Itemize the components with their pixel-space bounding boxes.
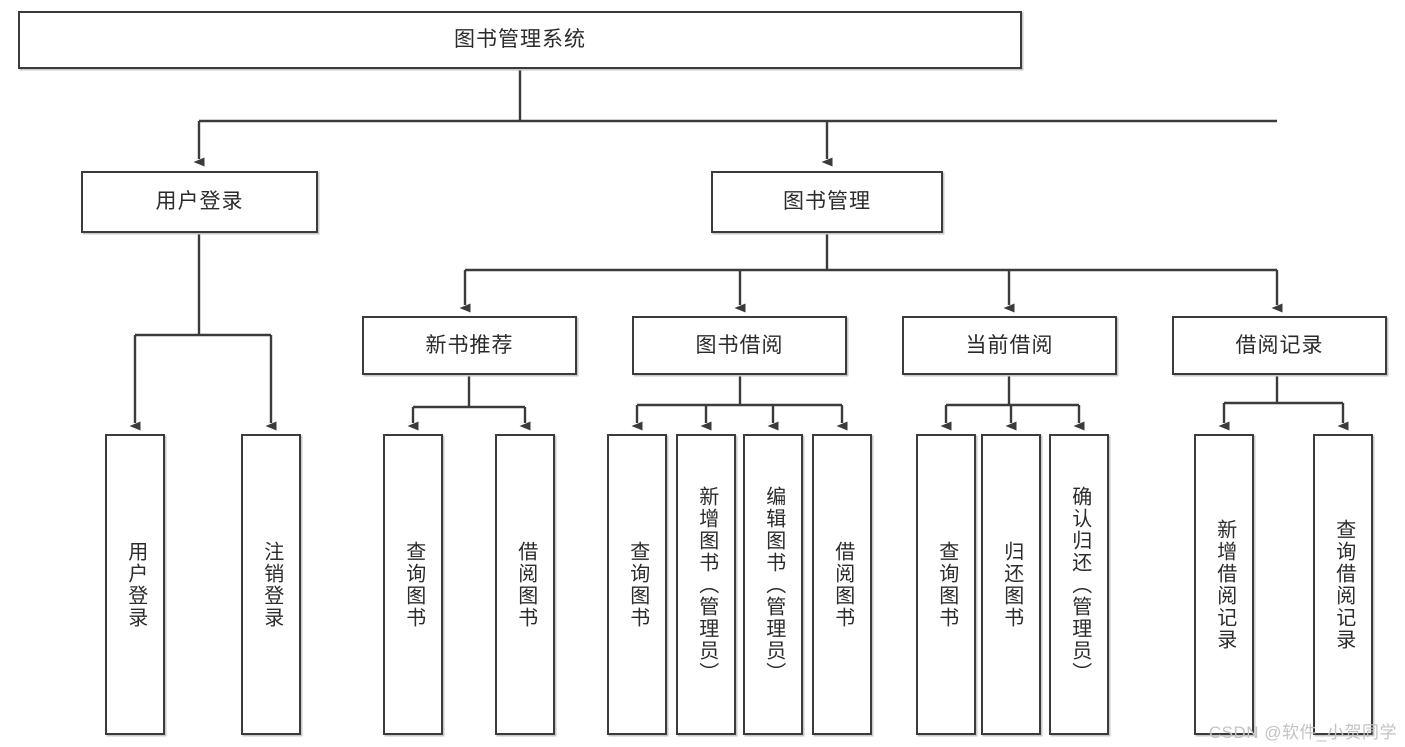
leaf-label: 查询借阅记录: [1332, 518, 1355, 651]
node-borrow-record[interactable]: 借阅记录: [1172, 316, 1387, 375]
node-book-management[interactable]: 图书管理: [711, 171, 943, 233]
leaf-book-borrow-add[interactable]: 新增图书（管理员）: [676, 434, 736, 735]
leaf-user-login-login[interactable]: 用户登录: [105, 434, 165, 735]
leaf-current-borrow-confirm-return[interactable]: 确认归还（管理员）: [1049, 434, 1109, 735]
leaf-user-login-logout[interactable]: 注销登录: [241, 434, 301, 735]
leaf-borrow-record-query[interactable]: 查询借阅记录: [1313, 434, 1373, 735]
node-user-login[interactable]: 用户登录: [81, 171, 318, 233]
node-new-book-recommend-label: 新书推荐: [425, 333, 514, 357]
leaf-label: 新增借阅记录: [1213, 518, 1236, 651]
leaf-label: 确认归还（管理员）: [1068, 485, 1091, 684]
node-book-borrow[interactable]: 图书借阅: [632, 316, 847, 375]
node-book-management-label: 图书管理: [783, 190, 871, 214]
leaf-current-borrow-query[interactable]: 查询图书: [916, 434, 976, 735]
leaf-label: 新增图书（管理员）: [695, 485, 718, 684]
node-new-book-recommend[interactable]: 新书推荐: [362, 316, 577, 375]
leaf-label: 注销登录: [260, 540, 283, 629]
leaf-book-borrow-borrow[interactable]: 借阅图书: [812, 434, 872, 735]
leaf-book-borrow-edit[interactable]: 编辑图书（管理员）: [743, 434, 803, 735]
node-current-borrow-label: 当前借阅: [965, 333, 1054, 357]
leaf-label: 用户登录: [124, 540, 147, 629]
node-book-borrow-label: 图书借阅: [695, 333, 784, 357]
leaf-new-book-query[interactable]: 查询图书: [383, 434, 443, 735]
leaf-label: 查询图书: [402, 540, 425, 629]
leaf-borrow-record-add[interactable]: 新增借阅记录: [1194, 434, 1254, 735]
leaf-new-book-borrow[interactable]: 借阅图书: [495, 434, 555, 735]
node-user-login-label: 用户登录: [155, 190, 244, 214]
node-root[interactable]: 图书管理系统: [18, 11, 1022, 69]
node-borrow-record-label: 借阅记录: [1235, 333, 1324, 357]
node-root-label: 图书管理系统: [454, 28, 586, 52]
leaf-current-borrow-return[interactable]: 归还图书: [981, 434, 1041, 735]
leaf-label: 编辑图书（管理员）: [762, 485, 785, 684]
leaf-label: 借阅图书: [514, 540, 537, 629]
leaf-label: 借阅图书: [831, 540, 854, 629]
leaf-label: 查询图书: [935, 540, 958, 629]
leaf-label: 查询图书: [626, 540, 649, 629]
leaf-label: 归还图书: [1000, 540, 1023, 629]
node-current-borrow[interactable]: 当前借阅: [902, 316, 1117, 375]
leaf-book-borrow-query[interactable]: 查询图书: [607, 434, 667, 735]
